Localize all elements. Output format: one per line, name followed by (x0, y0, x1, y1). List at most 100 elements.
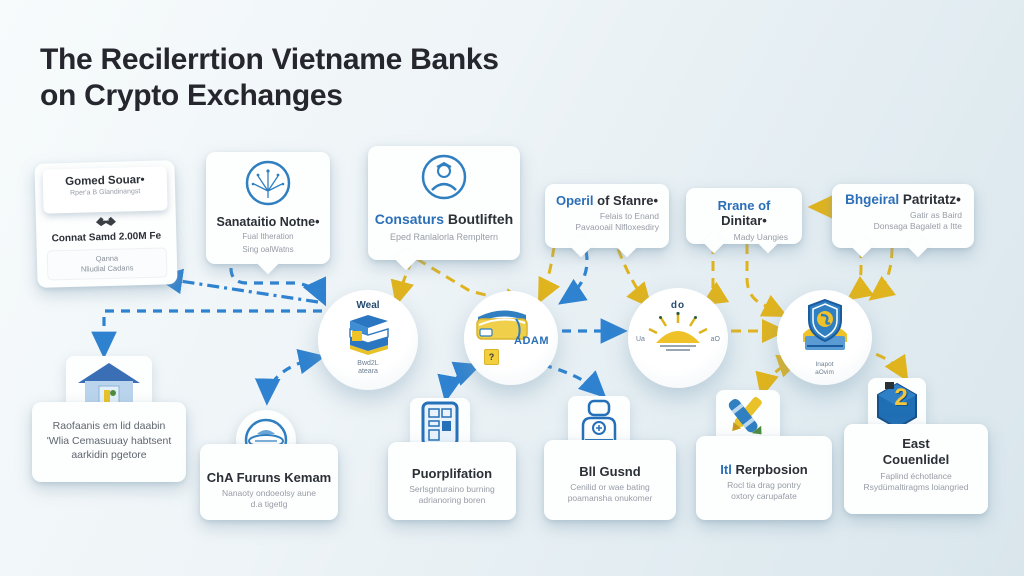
sun-icon (644, 311, 712, 357)
card-consaturs-boutlifteh: Consaturs Boutlifteh Eped Ranlalorla Rem… (368, 146, 520, 271)
card-chafuruns-kemam: ChA Furuns Kemam Nanaoty ondoeolsy aune … (200, 444, 338, 520)
note-line-2: 'Wlia Cemasuuay habtsent (46, 434, 172, 447)
card-sub-1: Rocl tia drag pontry (727, 480, 801, 490)
card-sub-1: Felais to Enand (599, 211, 659, 221)
card-title-line-1: East (902, 436, 930, 451)
card-title: Operil of Sfanre• (555, 193, 659, 208)
arrow-box4-to-c2-y (537, 246, 561, 305)
arrow-box4-to-c2 (558, 250, 589, 305)
hexagon-number: 2 (894, 384, 908, 411)
node-sun: do Ua aO (628, 288, 728, 388)
card-title-accent: Itl (720, 462, 732, 477)
card-title-accent: Consaturs (374, 211, 444, 227)
card-tail (256, 251, 280, 275)
node-caption-2: aOvim (815, 369, 834, 376)
node-label: Weal (356, 300, 380, 311)
node-caption-1: Bwd2L (357, 360, 379, 367)
card-title: Sanataitio Notne• (216, 215, 320, 229)
card-east-couenlidel: East Couenlidel Faplind échotlance Rsydü… (844, 424, 988, 514)
shield-icon (797, 298, 853, 361)
card-sub-1: Faplind échotlance (880, 471, 952, 481)
arrow-c1-b2 (254, 349, 326, 406)
card-title-accent: Operil (555, 193, 594, 208)
card-sanataitio-notne: Sanataitio Notne• Fual Itheration Sing o… (206, 152, 330, 275)
card-tail (850, 234, 874, 258)
card-sub-1: Eped Ranlalorla Rempltern (389, 232, 499, 242)
card-sub-2: poamansha onukomer (567, 493, 653, 503)
card-sub-1: Serlsgnturaino burning (409, 484, 495, 494)
card-title-accent: Bhgeiral (845, 192, 900, 207)
node-weal: Weal Bwd2L ateara (318, 290, 418, 390)
card-sub-2: Sing oalWatns (242, 245, 294, 254)
card-title-rest: Rerpbosion (731, 462, 808, 477)
card-sub-2: d.a tigetlg (250, 499, 288, 509)
card-sub-1: Gatir as Baird (910, 210, 962, 220)
node-shield: Inapot aOvim (777, 290, 872, 385)
page-title: The Recilerrtion Vietname Banks on Crypt… (40, 42, 499, 114)
card-operil-of-sfanre: Operil of Sfanre• Felais to Enand Pavaoo… (545, 184, 669, 258)
stacked-box-icon (342, 315, 394, 359)
arrow-box4-to-c3 (616, 248, 652, 309)
card-itl-rerpbosion: Itl Rerpbosion Rocl tia drag pontry oxto… (696, 436, 832, 520)
person-icon (568, 396, 630, 446)
inner-note: Qanna Nliudial Cadans (46, 247, 168, 281)
wallet-icon (474, 307, 530, 346)
subcard-title: Gomed Souar• (65, 173, 145, 189)
card-title: Itl Rerpbosion (696, 462, 832, 477)
card-gomed-souar: Gomed Souar• Rper'a B Glandinangst Conna… (34, 160, 178, 288)
arrow-c2-b3 (437, 361, 482, 403)
subcard-subtitle: Rper'a B Glandinangst (69, 188, 141, 197)
arrow-c1-to-b1 (91, 309, 322, 359)
card-puorplifation: Puorplifation Serlsgnturaino burning adr… (388, 442, 516, 520)
card-raofaanis-note: Raofaanis em lid daabin 'Wlia Cemasuuay … (32, 402, 186, 482)
card-title-rest: Patritatz• (899, 192, 961, 207)
card-title: ChA Furuns Kemam (206, 470, 332, 485)
card-title-rest: Boutlifteh (444, 211, 514, 227)
arrow-c1-to-box1 (155, 268, 319, 304)
arrow-box6b-to-c4 (868, 247, 896, 301)
note-line-3: aarkidin pgetore (71, 449, 147, 461)
card-title: Bll Gusnd (579, 464, 641, 479)
node-right-label: aO (710, 336, 720, 343)
title-line-1: The Recilerrtion Vietname Banks (40, 43, 499, 76)
node-caption-1: Inapot (815, 361, 834, 368)
hexagon-icon (868, 378, 926, 432)
card-tail (569, 234, 593, 258)
card-title-rest: of Sfanre• (593, 193, 659, 208)
card-title: Bhgeiral Patritatz• (844, 192, 962, 207)
node-left-label: Ua (636, 336, 645, 343)
card-sub-2: Rsydümaltiragms loiangried (863, 482, 969, 492)
card-tail (615, 234, 639, 258)
card-title: Consaturs Boutlifteh (368, 211, 520, 227)
card-tail (906, 234, 930, 258)
house-icon (66, 356, 152, 408)
card-bll-gusnd: Bll Gusnd Cenilid or wae bating poamansh… (544, 440, 676, 520)
inner-line-2: Nliudial Cadans (80, 263, 134, 274)
card-title-line-2: Couenlidel (882, 452, 950, 467)
card-sub-2: adrianoring boren (418, 495, 486, 505)
price-tag: ? (484, 349, 499, 365)
handshake-icon (36, 212, 176, 235)
card-title: Puorplifation (411, 466, 493, 481)
card-bhgeiral-patritatz: Bhgeiral Patritatz• Gatir as Baird Donsa… (832, 184, 974, 258)
card-sub-1: Fual Itheration (242, 232, 294, 241)
card-mid-title: Connat Samd 2.00M Fe (51, 230, 162, 245)
card-sub-1: Mady Uangies (733, 232, 788, 242)
kiosk-icon (410, 398, 470, 448)
wallet-label: ADAM (514, 335, 549, 347)
card-sub-2: Pavaooail Nlfloxesdiry (575, 222, 659, 232)
node-caption-2: ateara (358, 368, 378, 375)
note-line-1: Raofaanis em lid daabin (52, 420, 166, 432)
arrow-c2-to-b4 (542, 363, 607, 399)
card-rrane-of-dinitar: Rrane of Dinitar• Mady Uangies (686, 188, 802, 254)
card-tail (394, 247, 418, 271)
title-line-2: on Crypto Exchanges (40, 79, 343, 112)
node-adam-wallet: ADAM ? (464, 291, 558, 385)
card-sub-1: Cenilid or wae bating (570, 482, 650, 492)
graduate-icon (419, 154, 469, 206)
arrow-box5-to-c3 (701, 244, 730, 306)
arrow-box2-to-c1 (229, 267, 327, 307)
card-title: Rrane of Dinitar• (694, 198, 794, 228)
subcard-gomed: Gomed Souar• Rper'a B Glandinangst (42, 166, 168, 214)
